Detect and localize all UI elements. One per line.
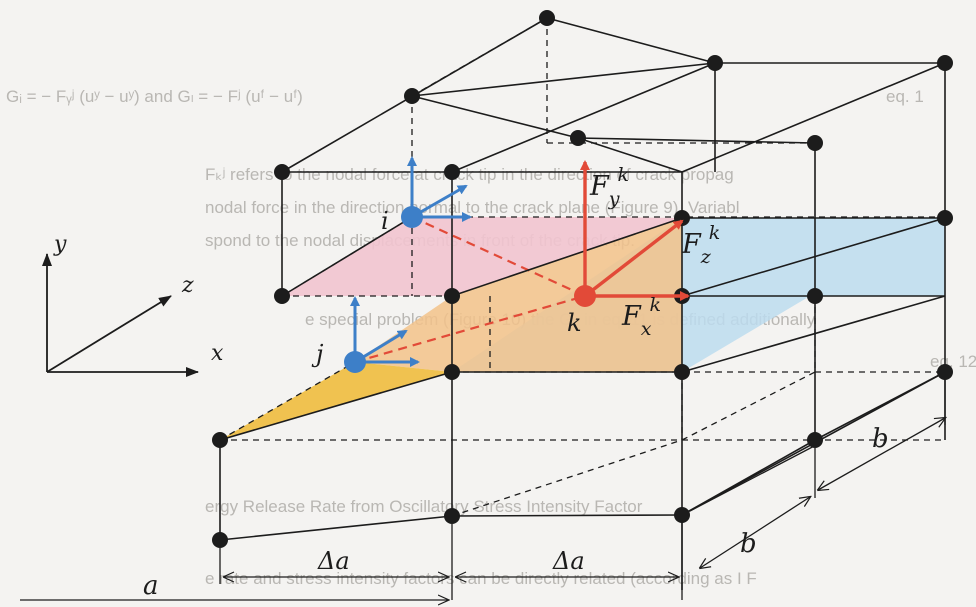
force-fy-sub: y [608, 188, 620, 210]
node [807, 135, 823, 151]
edge [219, 371, 453, 441]
node [937, 55, 953, 71]
orange-plane [355, 218, 682, 372]
force-label-fz: Fzk [681, 222, 720, 268]
node-j-marker [344, 351, 366, 373]
label-fz: Fzk [681, 222, 720, 268]
bg-line-5: e rate and stress intensity factors can … [205, 569, 757, 588]
node [807, 288, 823, 304]
dashed-link-j-k [354, 294, 586, 364]
node [674, 507, 690, 523]
axis-x-label: x [211, 341, 224, 366]
node-label-j: j [311, 340, 324, 368]
node [937, 364, 953, 380]
edge [681, 62, 946, 173]
edge [411, 62, 716, 97]
force-arrow-fz [583, 219, 684, 298]
force-fx-symbol: F [621, 301, 642, 332]
edge [451, 62, 716, 173]
bg-line-2: nodal force in the direction normal to t… [205, 198, 740, 217]
red-force-arrows [580, 160, 690, 301]
force-fz-sub: z [700, 246, 712, 268]
bg-heading: ergy Release Rate from Oscillatory Stres… [205, 497, 643, 516]
label-fx: Fxk [621, 294, 661, 340]
bg-eq-number: eq. 1 [886, 87, 924, 106]
dimension-lines [20, 380, 945, 600]
node [707, 55, 723, 71]
coordinate-axes [42, 253, 199, 377]
dim-label-b-lower: b [740, 529, 757, 559]
edge [577, 137, 816, 144]
edge [411, 95, 579, 139]
edge [546, 17, 716, 64]
force-fx-sub: x [641, 318, 652, 340]
force-fy-sup: k [617, 164, 629, 186]
node [274, 288, 290, 304]
edge [681, 439, 816, 516]
node [212, 432, 228, 448]
hidden-edge [451, 439, 683, 517]
node [274, 164, 290, 180]
node [212, 532, 228, 548]
dashed-link-i-k [411, 215, 586, 298]
edge [451, 217, 683, 297]
edge [681, 217, 946, 297]
axis-z-label: z [181, 273, 194, 298]
node [444, 508, 460, 524]
hidden-edge [219, 361, 356, 441]
node-i-marker [401, 206, 423, 228]
red-dashed-links [354, 215, 586, 364]
node [404, 88, 420, 104]
node [674, 364, 690, 380]
edge [577, 137, 683, 173]
force-fz-sup: k [709, 222, 721, 244]
bg-eq-formula-line: Gᵢ = − Fᵧʲ (uʸ − uʸ) and Gₗ = − Fʲ (uᶠ −… [6, 87, 303, 106]
force-label-fy: Fyk [589, 164, 629, 210]
crack-planes [220, 217, 945, 440]
dim-label-delta-a-1: Δa [317, 547, 350, 575]
dim-label-delta-a-2: Δa [552, 547, 585, 575]
dim-tick-b [689, 442, 821, 512]
node [444, 364, 460, 380]
bg-line-1: Fₖʲ refers to the nodal force at crack t… [205, 165, 734, 184]
node-label-i: i [381, 207, 389, 235]
hidden-edge [681, 371, 816, 441]
edge [451, 514, 683, 517]
force-fx-sup: k [649, 294, 661, 316]
bg-eq2-number: eq. 12 [930, 352, 976, 371]
axis-z [46, 295, 172, 373]
force-label-fx: Fxk [621, 294, 661, 340]
node [444, 164, 460, 180]
axis-y-label: y [53, 232, 67, 257]
dim-label-a: a [143, 571, 159, 601]
edge [219, 515, 453, 541]
yellow-wedge [220, 362, 452, 440]
dim-b-lower [700, 497, 810, 568]
node [937, 210, 953, 226]
node [539, 10, 555, 26]
force-fz-symbol: F [681, 229, 702, 260]
label-fy: Fyk [589, 164, 629, 210]
node-label-k: k [567, 309, 582, 337]
force-fy-symbol: F [589, 171, 610, 202]
node-k-marker [574, 285, 596, 307]
node [570, 130, 586, 146]
pink-plane [282, 217, 682, 296]
node [444, 288, 460, 304]
dim-b-upper [818, 418, 945, 490]
dim-label-b-upper: b [872, 424, 889, 454]
edge [681, 295, 946, 373]
edge [281, 216, 413, 297]
